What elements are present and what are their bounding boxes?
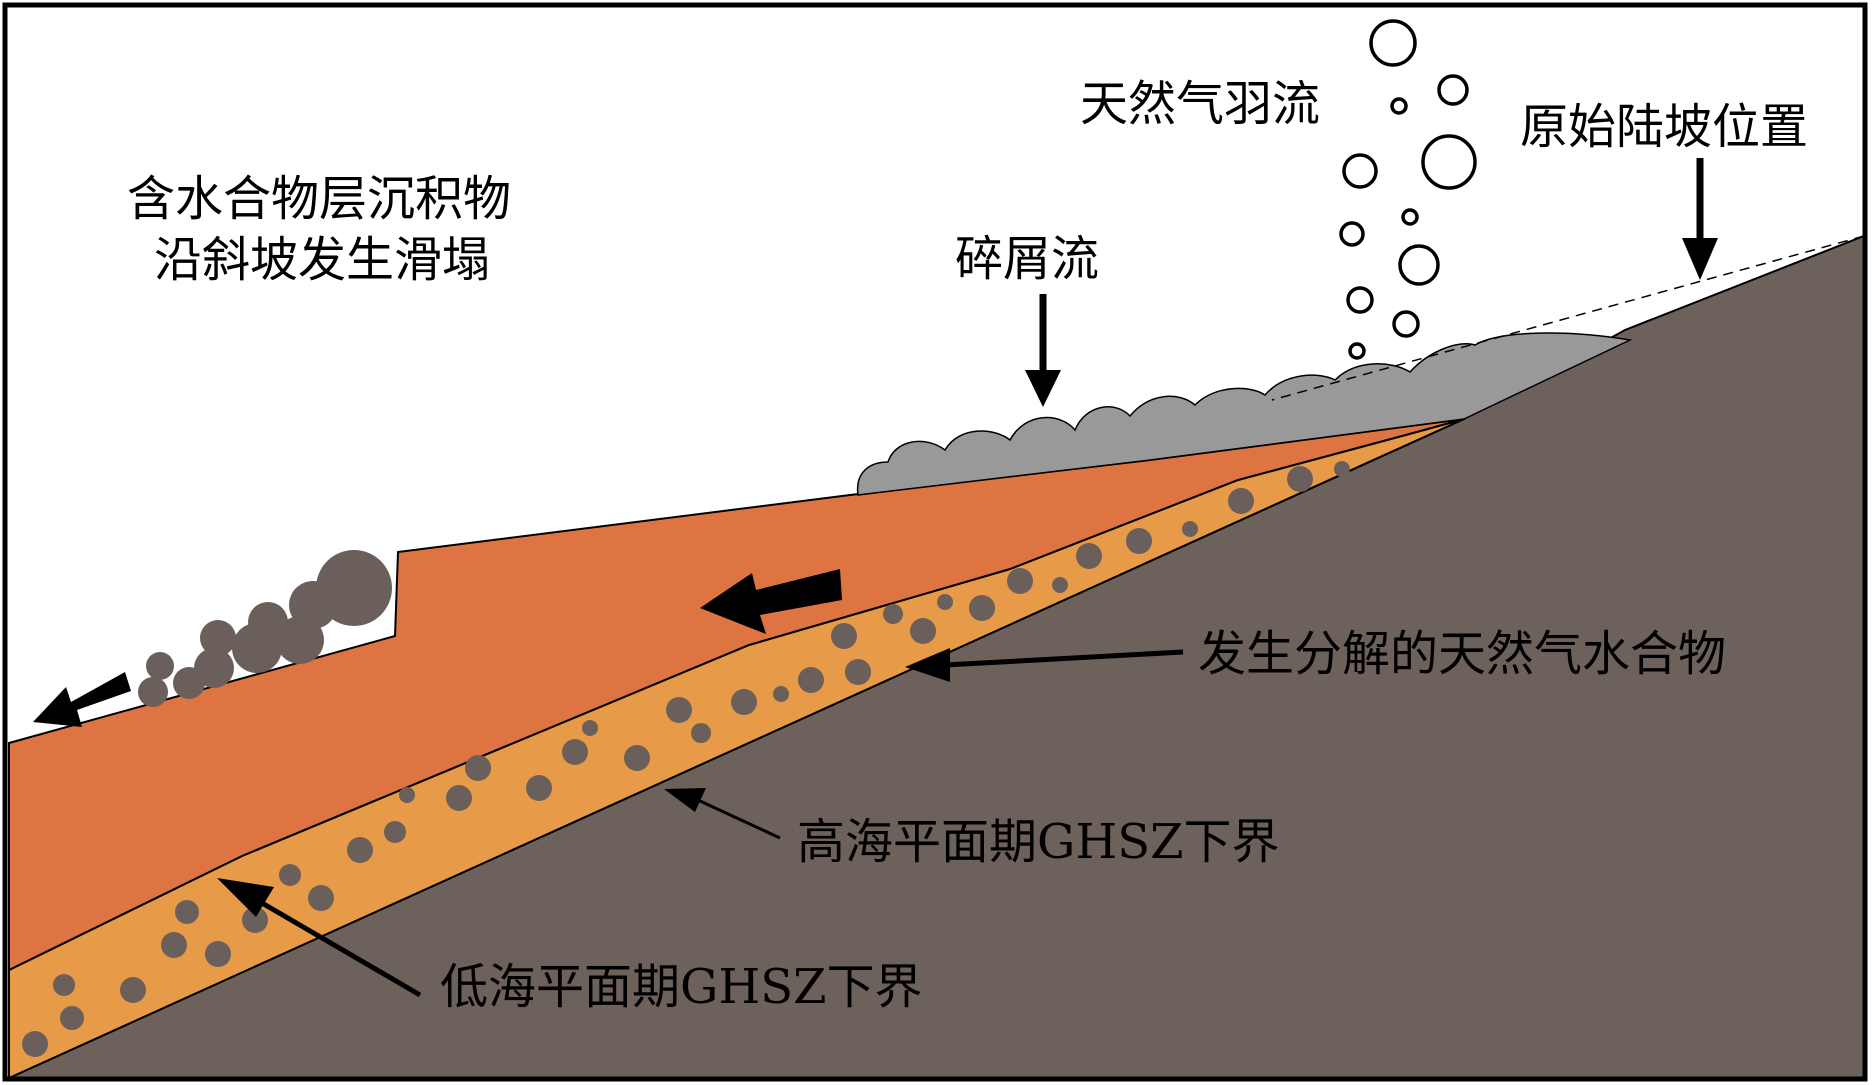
hydrate-nodules <box>22 461 1350 1057</box>
label-low-sea-level-ghsz: 低海平面期GHSZ下界 <box>440 959 922 1015</box>
sliding-sediment-layer <box>8 418 1465 972</box>
decomposing-hydrate-leader-arrow <box>905 648 1184 682</box>
high-ghsz-leader-arrow <box>664 788 781 840</box>
low-ghsz-leader-arrow <box>217 878 422 998</box>
slide-direction-arrow-upper <box>700 569 842 634</box>
debris-flow-mass <box>856 332 1633 496</box>
label-slide-line1: 含水合物层沉积物 <box>127 171 511 227</box>
slumped-clasts <box>138 550 392 707</box>
label-decomposing-hydrate: 发生分解的天然气水合物 <box>1198 626 1726 682</box>
label-original-slope: 原始陆坡位置 <box>1520 99 1808 155</box>
original-slope-pointer-arrow <box>1682 158 1718 280</box>
gas-plume-bubbles <box>1339 19 1477 360</box>
label-slide-line2: 沿斜坡发生滑塌 <box>154 232 490 288</box>
debris-flow-pointer-arrow <box>1025 294 1061 407</box>
label-debris-flow: 碎屑流 <box>955 231 1099 287</box>
label-high-sea-level-ghsz: 高海平面期GHSZ下界 <box>797 814 1279 870</box>
original-slope-dashed-line <box>1271 235 1865 401</box>
slide-direction-arrow-lower <box>33 672 131 727</box>
label-gas-plume: 天然气羽流 <box>1080 76 1320 132</box>
